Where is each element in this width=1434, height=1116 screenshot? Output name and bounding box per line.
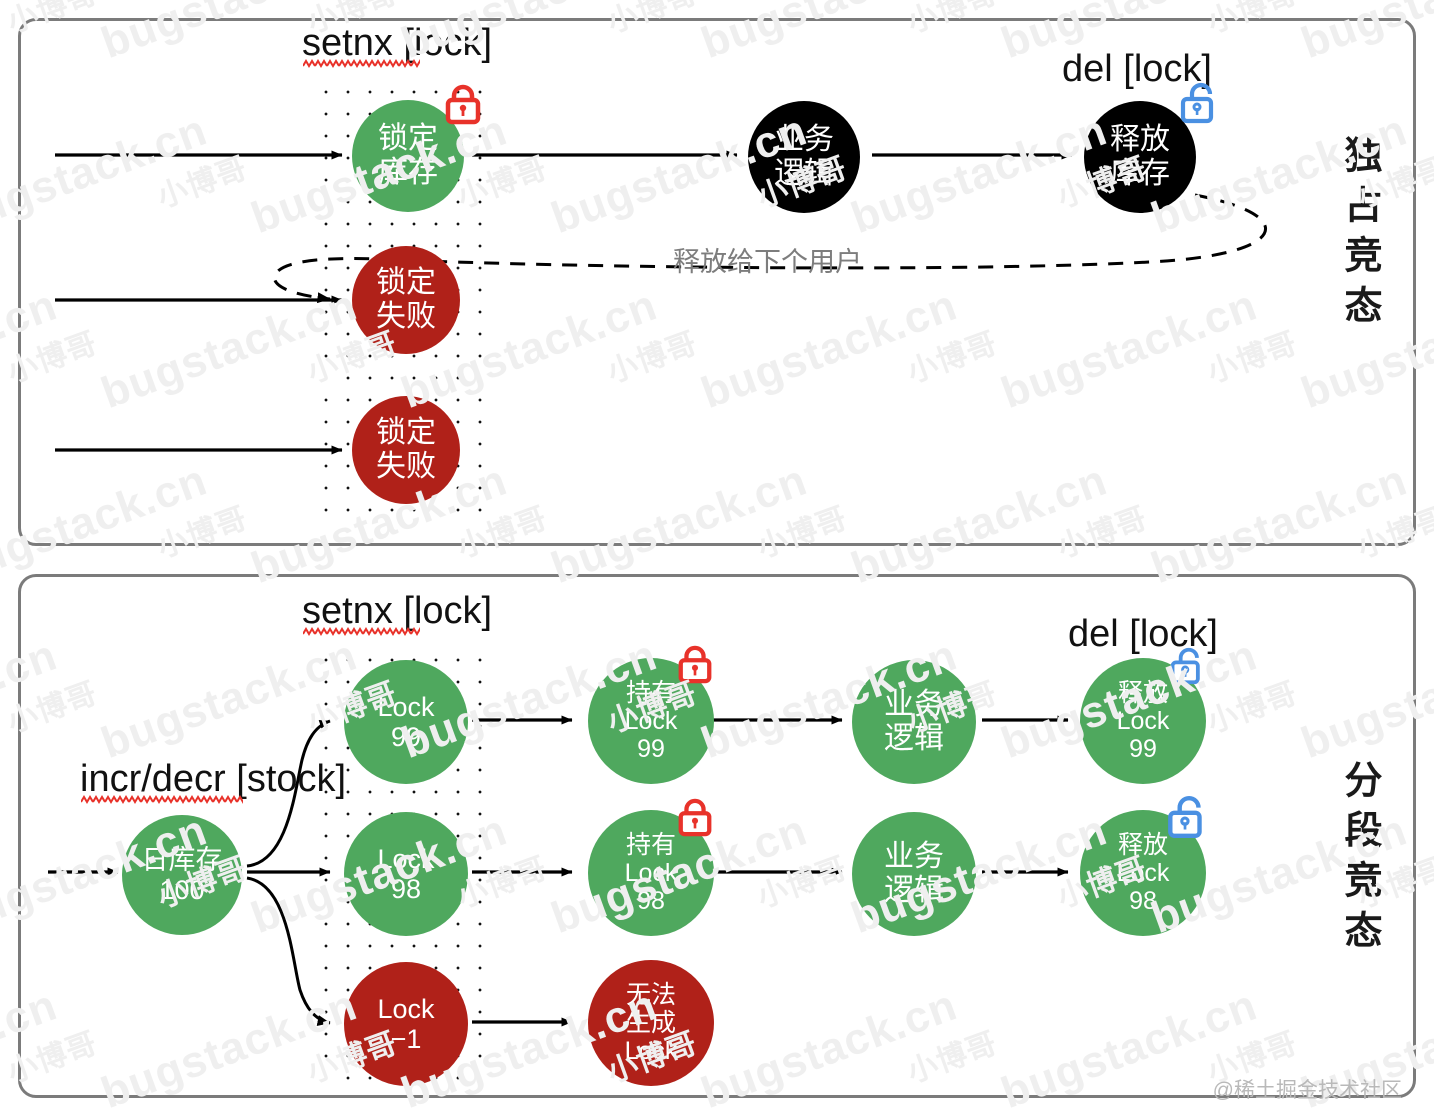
node-line: 锁定 bbox=[378, 122, 438, 156]
node-line: 业务 bbox=[774, 123, 834, 157]
heading-setnx-top: setnx [lock] bbox=[302, 22, 493, 64]
node-business-logic-2: 业务 逻辑 bbox=[852, 812, 976, 936]
heading-setnx-bottom: setnx [lock] bbox=[302, 590, 493, 632]
node-line: 99 bbox=[1129, 735, 1157, 763]
node-business-logic-1: 业务 逻辑 bbox=[852, 660, 976, 784]
node-line: 98 bbox=[390, 874, 422, 904]
node-line: Lock bbox=[377, 691, 435, 722]
edge-caption-release-next-user: 释放给下个用户 bbox=[673, 247, 862, 277]
node-lock-fail-2: 锁定 失败 bbox=[352, 396, 460, 504]
node-line: 日库存 bbox=[141, 844, 223, 875]
node-line: 98 bbox=[637, 887, 665, 915]
node-line: Lock bbox=[377, 993, 435, 1024]
node-line: 持有 bbox=[625, 679, 676, 707]
node-line: Lock bbox=[624, 1037, 678, 1065]
node-line: 失败 bbox=[376, 450, 436, 483]
unlock-icon bbox=[1178, 80, 1220, 131]
node-line: 100 bbox=[159, 875, 205, 905]
node-line: 逻辑 bbox=[884, 722, 944, 755]
node-lock-neg1: Lock −1 bbox=[344, 962, 468, 1086]
node-line: 失败 bbox=[376, 300, 436, 333]
unlock-icon bbox=[1168, 645, 1206, 692]
node-line: 释放 bbox=[1110, 123, 1170, 157]
node-lock-fail-1: 锁定 失败 bbox=[352, 246, 460, 354]
node-business-logic-top: 业务 逻辑 bbox=[748, 101, 860, 213]
heading-del-top: del [lock] bbox=[1062, 48, 1212, 90]
panel-segmented-race bbox=[18, 574, 1416, 1098]
lock-icon bbox=[676, 796, 714, 843]
node-line: 业务 bbox=[884, 688, 944, 722]
side-label-segmented-race: 分段竞态 bbox=[1338, 760, 1380, 960]
node-line: 释放 bbox=[1117, 831, 1168, 859]
node-line: 锁定 bbox=[376, 416, 436, 450]
node-line: 释放 bbox=[1117, 679, 1168, 707]
node-lock-stock: 锁定 库存 bbox=[352, 100, 464, 212]
node-line: 98 bbox=[1129, 887, 1157, 915]
lock-icon bbox=[443, 82, 483, 131]
node-line: Lock bbox=[1116, 859, 1170, 887]
lock-icon bbox=[676, 643, 714, 690]
node-daily-stock: 日库存 100 bbox=[122, 815, 242, 935]
node-lock-98: Lock 98 bbox=[344, 812, 468, 936]
node-line: 业务 bbox=[884, 840, 944, 874]
side-label-exclusive-race: 独占竞态 bbox=[1338, 135, 1380, 335]
squiggle-setnx-bottom bbox=[303, 627, 420, 636]
node-line: 锁定 bbox=[376, 266, 436, 300]
node-line: Lock bbox=[624, 707, 678, 735]
node-line: Lock bbox=[1116, 707, 1170, 735]
squiggle-incr-decr bbox=[81, 795, 243, 804]
node-line: 逻辑 bbox=[884, 874, 944, 907]
node-line: 无法 bbox=[625, 981, 676, 1009]
unlock-icon bbox=[1165, 793, 1209, 846]
node-line: 库存 bbox=[1110, 157, 1170, 190]
footer-watermark: @稀土掘金技术社区 bbox=[1212, 1079, 1402, 1102]
node-line: 99 bbox=[637, 735, 665, 763]
node-line: 持有 bbox=[625, 831, 676, 859]
node-line: 库存 bbox=[378, 156, 438, 189]
panel-exclusive-race bbox=[18, 18, 1416, 546]
heading-del-bottom: del [lock] bbox=[1068, 613, 1218, 655]
node-line: Lock bbox=[624, 859, 678, 887]
node-lock-99: Lock 99 bbox=[344, 660, 468, 784]
node-cannot-create-lock: 无法 生成 Lock bbox=[588, 960, 714, 1086]
node-line: 生成 bbox=[625, 1009, 676, 1037]
node-line: Lock bbox=[377, 843, 435, 874]
node-line: −1 bbox=[390, 1024, 422, 1054]
node-line: 99 bbox=[390, 722, 422, 752]
node-line: 逻辑 bbox=[774, 157, 834, 190]
squiggle-setnx-top bbox=[303, 59, 420, 68]
